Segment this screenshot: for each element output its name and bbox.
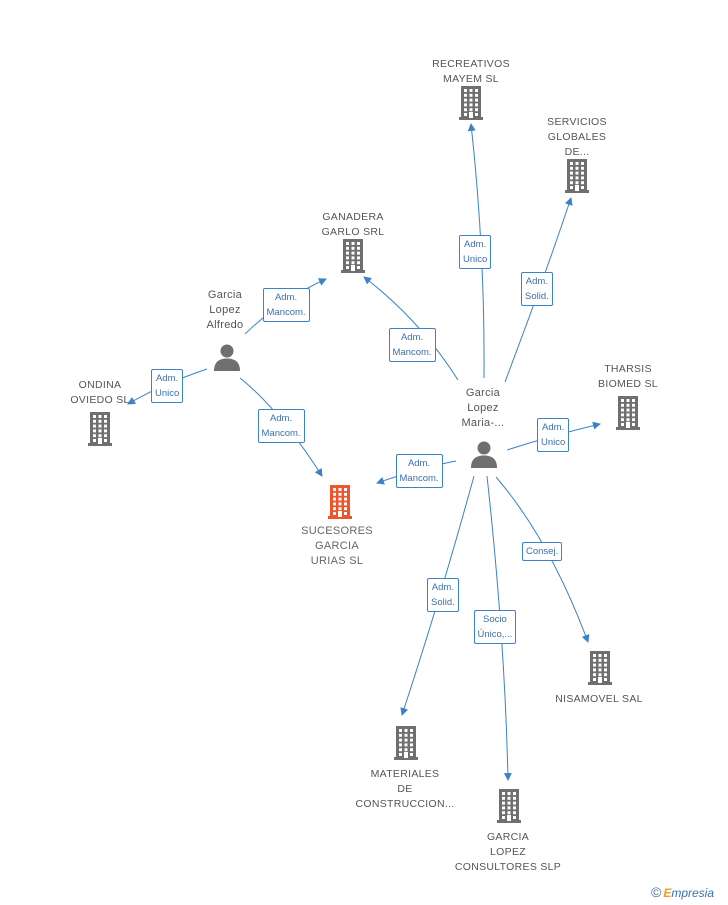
node-label-recreativos[interactable]: RECREATIVOS MAYEM SL <box>432 58 510 85</box>
building-icon-nisamovel[interactable] <box>588 651 612 690</box>
person-icon-maria[interactable] <box>469 439 499 474</box>
edge-label-alfredo-ganadera[interactable]: Adm. Mancom. <box>262 288 310 322</box>
building-icon-materiales[interactable] <box>394 726 418 765</box>
node-label-sucesores[interactable]: SUCESORES GARCIA URIAS SL <box>301 525 373 567</box>
edge-label-maria-recreativos[interactable]: Adm. Unico <box>459 235 492 269</box>
building-icon-servicios[interactable] <box>565 159 589 198</box>
edge-label-alfredo-ondina[interactable]: Adm. Unico <box>151 369 184 403</box>
copyright-icon: © <box>651 884 662 900</box>
node-label-materiales[interactable]: MATERIALES DE CONSTRUCCION... <box>355 768 455 810</box>
brand-logo-e: E <box>663 886 672 900</box>
node-label-alfredo[interactable]: Garcia Lopez Alfredo <box>206 289 244 331</box>
building-icon-consultores[interactable] <box>497 789 521 828</box>
node-label-tharsis[interactable]: THARSIS BIOMED SL <box>598 363 658 390</box>
brand-logo-text: mpresia <box>671 886 715 900</box>
node-label-ondina[interactable]: ONDINA OVIEDO SL <box>70 379 130 406</box>
edge-label-maria-consultores[interactable]: Socio Único,... <box>473 610 517 644</box>
edge-label-maria-materiales[interactable]: Adm. Solid. <box>427 578 459 612</box>
edge-label-maria-nisamovel[interactable]: Consej. <box>522 541 563 561</box>
building-icon-ganadera[interactable] <box>341 239 365 278</box>
building-icon-recreativos[interactable] <box>459 86 483 125</box>
edge-label-maria-ganadera[interactable]: Adm. Mancom. <box>388 328 436 362</box>
person-icon-alfredo[interactable] <box>212 342 242 377</box>
building-icon-tharsis[interactable] <box>616 396 640 435</box>
node-label-ganadera[interactable]: GANADERA GARLO SRL <box>321 211 385 238</box>
edge-label-maria-sucesores[interactable]: Adm. Mancom. <box>395 454 443 488</box>
edge-maria-ganadera <box>363 276 459 381</box>
node-label-consultores[interactable]: GARCIA LOPEZ CONSULTORES SLP <box>454 831 562 873</box>
node-label-maria[interactable]: Garcia Lopez Maria-... <box>461 387 505 429</box>
edge-label-maria-tharsis[interactable]: Adm. Unico <box>537 418 570 452</box>
edge-label-alfredo-sucesores[interactable]: Adm. Mancom. <box>257 409 305 443</box>
edge-label-maria-servicios[interactable]: Adm. Solid. <box>521 272 553 306</box>
node-label-servicios[interactable]: SERVICIOS GLOBALES DE... <box>547 116 607 158</box>
building-icon-sucesores[interactable] <box>328 485 352 524</box>
building-icon-ondina[interactable] <box>88 412 112 451</box>
empresia-footer[interactable]: ©Empresia <box>651 884 714 900</box>
node-label-nisamovel[interactable]: NISAMOVEL SAL <box>555 693 643 705</box>
